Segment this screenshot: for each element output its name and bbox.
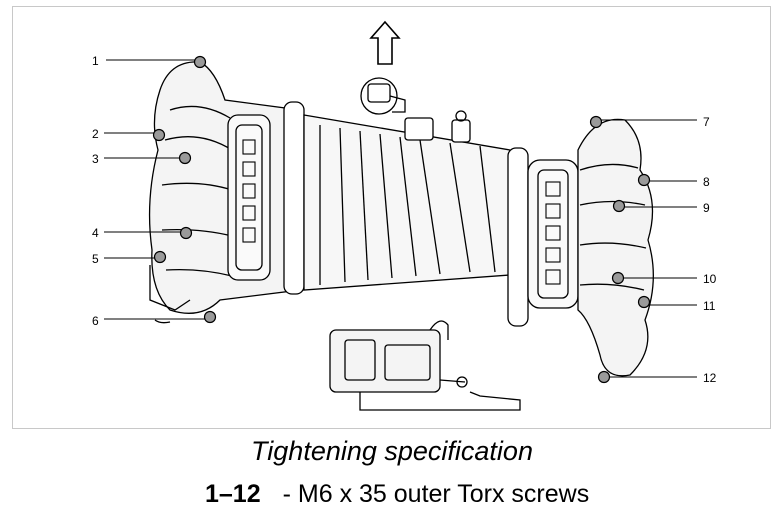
- spec-item-range: 1–12: [205, 480, 261, 508]
- leader-lines: [104, 59, 697, 378]
- bolt-2: [152, 128, 166, 142]
- callout-8: 8: [703, 175, 710, 189]
- callout-5: 5: [92, 252, 99, 266]
- caption-title: Tightening specification: [251, 436, 533, 466]
- bolt-8: [637, 173, 651, 187]
- callout-7: 7: [703, 115, 710, 129]
- callout-3: 3: [92, 152, 99, 166]
- intake-manifold-diagram: 1 2 3 4 5 6 7 8 9 10 11 12: [92, 20, 717, 411]
- bolt-5: [153, 250, 167, 264]
- bolt-10: [611, 271, 625, 285]
- callout-10: 10: [703, 272, 717, 286]
- bolt-7: [589, 115, 603, 129]
- bolt-6: [203, 310, 217, 324]
- callout-2: 2: [92, 127, 99, 141]
- up-arrow-icon: [369, 20, 401, 65]
- callout-9: 9: [703, 201, 710, 215]
- bolt-4: [179, 226, 193, 240]
- callout-12: 12: [703, 371, 717, 385]
- callout-labels: 1 2 3 4 5 6 7 8 9 10 11 12: [92, 54, 717, 385]
- bolt-1: [193, 55, 207, 69]
- bolt-11: [637, 295, 651, 309]
- callout-6: 6: [92, 314, 99, 328]
- tightening-spec-line: 1–12 - M6 x 35 outer Torx screws: [205, 480, 589, 509]
- manifold-drawing: [148, 61, 654, 411]
- spec-item-description: - M6 x 35 outer Torx screws: [282, 480, 590, 508]
- bolt-9: [612, 199, 626, 213]
- bolt-12: [597, 370, 611, 384]
- bolt-3: [178, 151, 192, 165]
- callout-4: 4: [92, 226, 99, 240]
- callout-1: 1: [92, 54, 99, 68]
- callout-11: 11: [703, 299, 716, 313]
